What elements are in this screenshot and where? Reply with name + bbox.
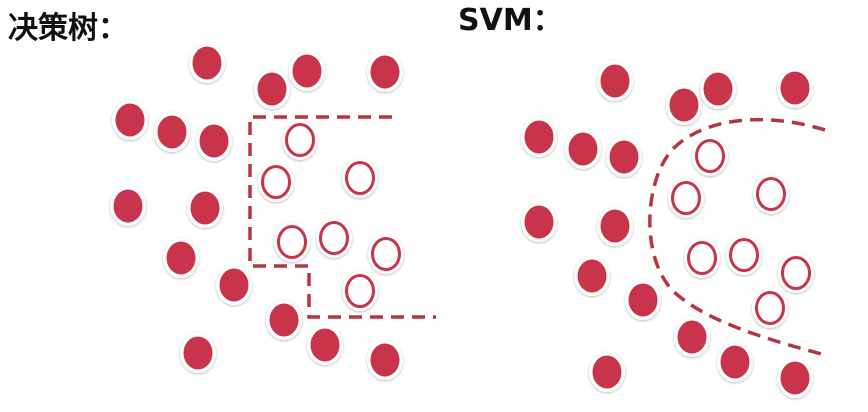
hollow-point-svm: [752, 288, 788, 328]
hollow-point-decision-tree: [316, 218, 352, 258]
filled-point-decision-tree: [187, 188, 223, 228]
hollow-point-svm: [684, 238, 720, 278]
filled-point-svm: [589, 352, 625, 392]
filled-point-svm: [625, 280, 661, 320]
filled-point-svm: [777, 358, 813, 398]
decision-tree-boundary: [248, 115, 436, 319]
filled-point-svm: [674, 317, 710, 357]
hollow-point-decision-tree: [368, 234, 404, 274]
hollow-point-decision-tree: [282, 120, 318, 160]
filled-point-svm: [700, 69, 736, 109]
filled-point-decision-tree: [367, 52, 403, 92]
filled-point-decision-tree: [254, 69, 290, 109]
filled-point-svm: [717, 342, 753, 382]
filled-point-decision-tree: [289, 51, 325, 91]
filled-point-decision-tree: [367, 340, 403, 380]
filled-point-decision-tree: [307, 325, 343, 365]
hollow-point-svm: [726, 235, 762, 275]
filled-point-decision-tree: [189, 43, 225, 83]
hollow-point-svm: [753, 174, 789, 214]
filled-point-decision-tree: [216, 265, 252, 305]
filled-point-svm: [597, 61, 633, 101]
filled-point-decision-tree: [163, 238, 199, 278]
filled-point-svm: [565, 129, 601, 169]
filled-point-svm: [521, 202, 557, 242]
svm-boundary: [648, 117, 826, 357]
filled-point-svm: [666, 85, 702, 125]
filled-point-decision-tree: [180, 333, 216, 373]
hollow-point-svm: [778, 253, 814, 293]
filled-point-decision-tree: [154, 112, 190, 152]
hollow-point-decision-tree: [258, 162, 294, 202]
filled-point-svm: [521, 117, 557, 157]
filled-point-svm: [606, 137, 642, 177]
filled-point-decision-tree: [110, 186, 146, 226]
filled-point-decision-tree: [196, 121, 232, 161]
filled-point-decision-tree: [266, 300, 302, 340]
svm-title: SVM：: [458, 3, 563, 38]
hollow-point-svm: [692, 136, 728, 176]
hollow-point-svm: [668, 178, 704, 218]
hollow-point-decision-tree: [274, 222, 310, 262]
decision-tree-title: 决策树：: [8, 11, 128, 46]
hollow-point-decision-tree: [342, 158, 378, 198]
filled-point-decision-tree: [112, 100, 148, 140]
filled-point-svm: [597, 206, 633, 246]
filled-point-svm: [574, 256, 610, 296]
filled-point-svm: [777, 68, 813, 108]
hollow-point-decision-tree: [342, 271, 378, 311]
